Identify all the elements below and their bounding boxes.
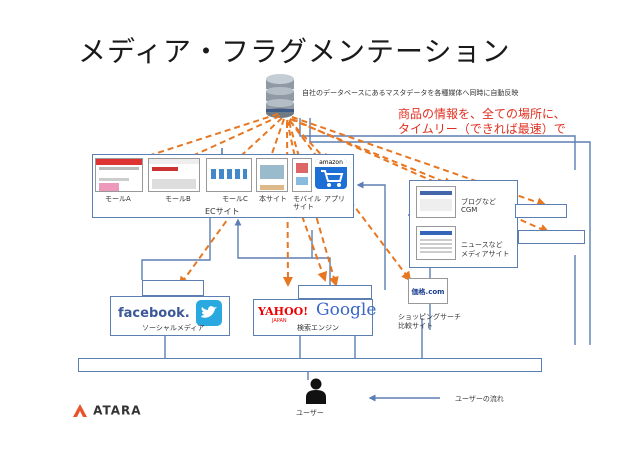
news-connector-box — [518, 230, 585, 244]
mobile-label-line2: サイト — [293, 203, 314, 211]
yahoo-logo[interactable]: YAHOO! — [258, 305, 309, 318]
mall-b-label: モールB — [165, 195, 191, 203]
mobile-site-thumbnail[interactable] — [292, 158, 312, 192]
google-logo[interactable]: Google — [316, 300, 377, 320]
user-label: ユーザー — [296, 409, 324, 417]
highlight-text-line1: 商品の情報を、全ての場所に、 — [398, 107, 566, 121]
mall-c-label: モールC — [222, 195, 248, 203]
highlight-text-line2: タイムリー（できれば最速）で — [398, 122, 566, 136]
mall-c-thumbnail[interactable] — [206, 158, 252, 192]
blog-connector-box — [515, 204, 567, 218]
mobile-label-line1: モバイル — [293, 195, 321, 203]
amazon-app-icon[interactable]: amazon — [315, 159, 347, 189]
legend-label: ユーザーの流れ — [455, 395, 504, 403]
app-label: アプリ — [324, 195, 345, 203]
mall-b-thumbnail[interactable] — [148, 158, 200, 192]
user-flow-bar — [78, 358, 542, 372]
atara-mark-icon — [73, 403, 87, 417]
twitter-icon[interactable] — [196, 300, 222, 326]
search-connector-box — [298, 285, 372, 299]
facebook-logo[interactable]: facebook. — [118, 306, 190, 321]
database-caption: 自社のデータベースにあるマスタデータを各種媒体へ同時に自動反映 — [302, 89, 519, 97]
shopping-label-line2: 比較サイト — [398, 322, 433, 330]
kakaku-logo-text: 価格.com — [411, 288, 445, 296]
news-label-line1: ニュースなど — [461, 241, 503, 249]
search-engine-group — [253, 299, 373, 336]
social-connector-box — [142, 280, 204, 296]
main-site-label: 本サイト — [259, 195, 287, 203]
shopping-label-line1: ショッピングサーチ — [398, 313, 461, 321]
atara-logo: ATARA — [72, 400, 142, 418]
mall-a-thumbnail[interactable] — [95, 158, 143, 192]
kakaku-logo[interactable]: 価格.com — [408, 278, 448, 304]
news-thumbnail[interactable] — [416, 226, 456, 260]
user-icon — [305, 378, 327, 404]
social-media-label: ソーシャルメディア — [142, 324, 205, 332]
blog-thumbnail[interactable] — [416, 186, 456, 218]
blog-label-line2: CGM — [461, 206, 478, 214]
cart-icon — [321, 170, 344, 187]
atara-brand-name: ATARA — [93, 403, 142, 418]
main-site-thumbnail[interactable] — [256, 158, 288, 192]
news-label-line2: メディアサイト — [461, 250, 510, 258]
yahoo-sub-label: JAPAN — [272, 318, 287, 324]
mall-a-label: モールA — [105, 195, 131, 203]
blog-label-line1: ブログなど — [461, 198, 496, 206]
search-engine-label: 検索エンジン — [297, 324, 339, 332]
page-title: メディア・フラグメンテーション — [78, 35, 511, 68]
ec-site-label: ECサイト — [205, 207, 240, 216]
amazon-label: amazon — [315, 159, 347, 167]
